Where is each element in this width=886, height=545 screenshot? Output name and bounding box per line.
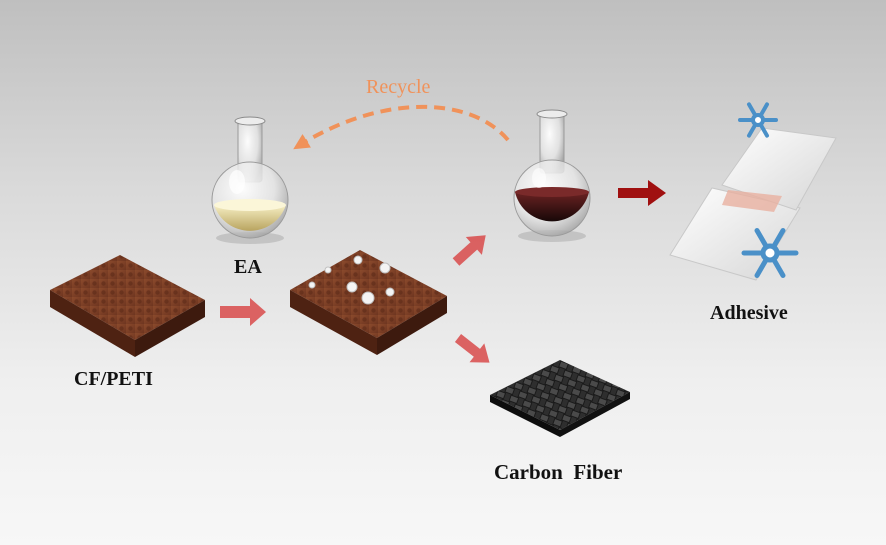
cf-peti-block	[50, 255, 205, 357]
carbon-fiber-label: Carbon Fiber	[494, 460, 623, 484]
solvent-droplets	[308, 255, 395, 305]
carbon-fiber-weave-icon	[490, 360, 630, 437]
snowflake-icon	[738, 102, 778, 138]
recycle-arrow	[293, 104, 510, 150]
process-arrow-right	[220, 298, 266, 326]
ea-label: EA	[234, 256, 262, 278]
cf-peti-label: CF/PETI	[74, 368, 153, 390]
adhesive-arrow	[618, 180, 666, 206]
adhesive-label: Adhesive	[710, 302, 788, 324]
snowflake-icon	[741, 228, 799, 278]
process-arrow-up	[452, 235, 486, 266]
composite-with-droplets	[290, 250, 447, 355]
adhesive-tapes	[669, 127, 837, 281]
process-arrow-down	[454, 334, 490, 363]
flask-icon	[211, 116, 289, 244]
recycle-label: Recycle	[366, 76, 431, 98]
flask-icon	[513, 109, 591, 242]
